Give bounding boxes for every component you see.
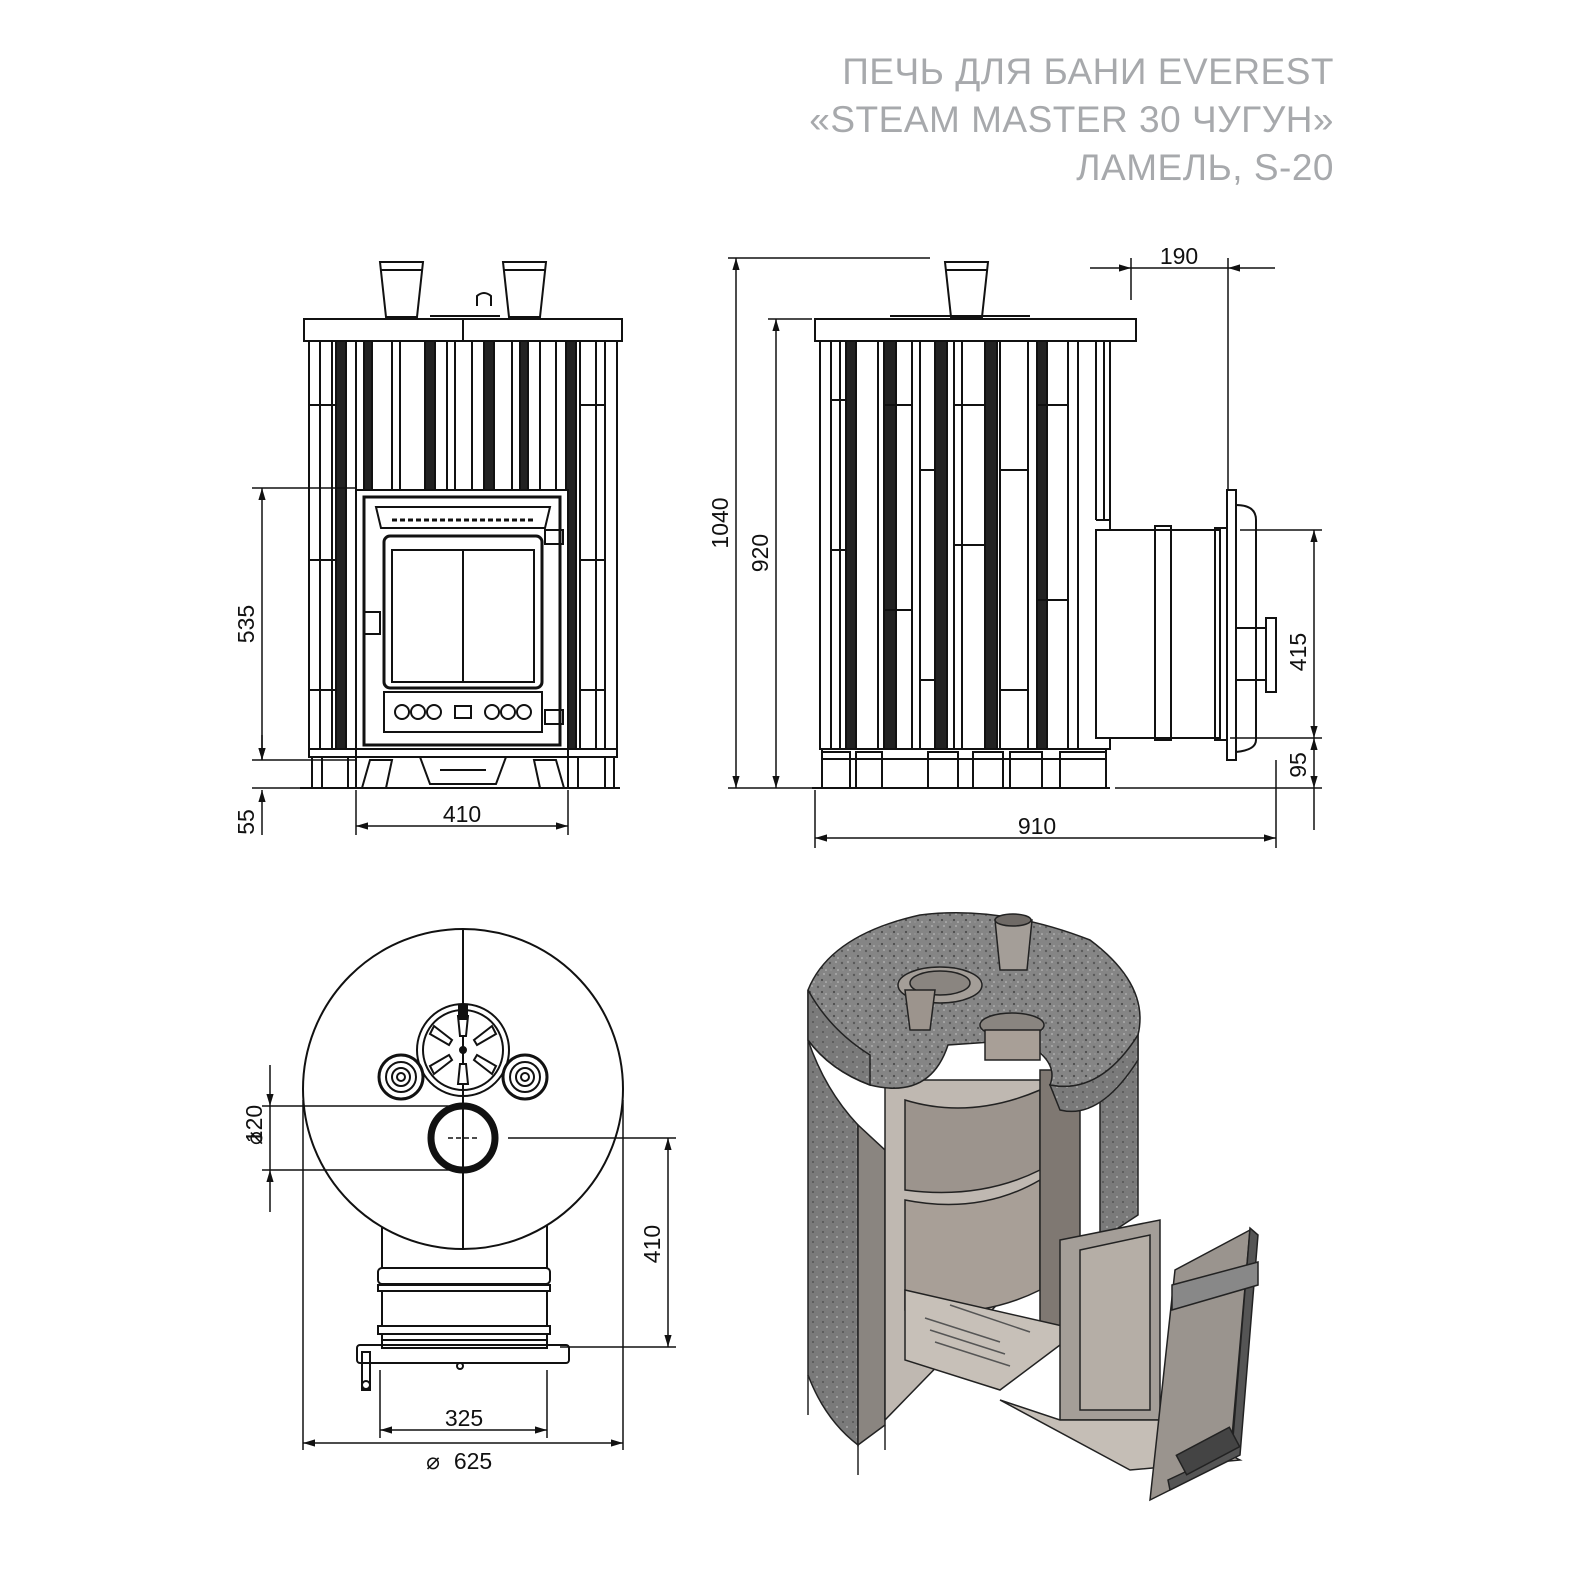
front-door-latch [363,611,381,635]
dim-side-total-depth: 910 [1018,813,1056,839]
top-cup-right [501,1053,549,1101]
dim-side-tunnel-base: 95 [1285,752,1311,778]
front-hook [476,292,492,306]
cutaway-render [807,912,1259,1502]
dim-top-tunnel-width: 325 [445,1405,483,1431]
side-tunnel-door [1226,489,1237,761]
top-view [302,928,624,1391]
side-dimensions [728,257,1322,848]
title-line-2: «STEAM MASTER 30 ЧУГУН» [809,99,1334,140]
side-view [812,261,1277,789]
front-door-glass [382,534,544,690]
front-lamellas [309,340,606,750]
side-door-handle [1265,617,1277,693]
drawing-title: ПЕЧЬ ДЛЯ БАНИ EVEREST «STEAM MASTER 30 Ч… [809,48,1334,192]
top-dimensions [262,1065,676,1450]
dim-side-total-height: 1040 [707,497,733,548]
front-dimensions [252,487,569,835]
front-ash-vent [383,691,543,733]
side-tunnel [1095,529,1221,739]
front-view [300,261,623,789]
front-flue-cup-right [501,261,548,318]
top-flue-opening [427,1102,499,1174]
front-door-top [374,506,552,529]
dim-side-tunnel-length: 190 [1160,243,1198,269]
dim-top-flue-diameter-symbol: ⌀ [241,1131,267,1145]
dim-top-body-diameter-symbol: ⌀ [426,1448,440,1474]
title-line-1: ПЕЧЬ ДЛЯ БАНИ EVEREST [842,51,1334,92]
dim-side-tunnel-height: 415 [1285,633,1311,671]
side-top-slab [814,318,1137,342]
dim-front-door-width: 410 [443,801,481,827]
dim-side-body-height: 920 [747,534,773,572]
dim-top-flue-diameter: 120 [241,1105,267,1143]
side-lamellas [830,340,1110,750]
dim-front-leg-height: 55 [233,809,259,835]
title-line-3: ЛАМЕЛЬ, S-20 [1076,147,1334,188]
front-flue-cup-left [378,261,425,318]
dim-top-tunnel-offset: 410 [639,1225,665,1263]
dim-top-body-diameter: 625 [454,1448,492,1474]
top-cup-left [377,1053,425,1101]
dim-front-door-height: 535 [233,605,259,643]
